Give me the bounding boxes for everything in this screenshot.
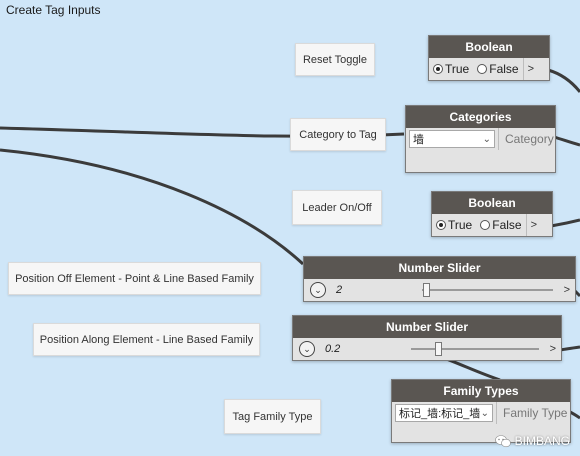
family-types-node[interactable]: Family Types 标记_墙:标记_墙 ⌄ Family Type (391, 379, 571, 443)
node-title: Categories (406, 106, 555, 128)
output-port[interactable]: > (530, 219, 538, 231)
note-tag-family-type[interactable]: Tag Family Type (224, 399, 321, 434)
family-type-dropdown[interactable]: 标记_墙:标记_墙 ⌄ (395, 404, 493, 422)
radio-false-indicator[interactable] (480, 220, 491, 230)
note-text: Category to Tag (299, 128, 377, 141)
wire-family-out[interactable] (569, 410, 580, 420)
wire-to-slider-1[interactable] (0, 148, 305, 266)
boolean-node-2[interactable]: Boolean True False > (431, 191, 553, 237)
node-title: Family Types (392, 380, 570, 402)
note-text: Tag Family Type (232, 410, 313, 423)
note-text: Position Along Element - Line Based Fami… (39, 333, 254, 346)
watermark: BIMBANG (494, 434, 570, 448)
boolean-radio-group: True False (429, 58, 524, 80)
number-slider-node-1[interactable]: Number Slider ⌄ 2 > (303, 256, 576, 302)
radio-false-label: False (492, 218, 522, 232)
wechat-icon (494, 434, 511, 447)
chevron-down-icon: ⌄ (482, 133, 491, 145)
note-text: Position Off Element - Point & Line Base… (15, 272, 254, 285)
group-title: Create Tag Inputs (6, 3, 101, 17)
note-text: Reset Toggle (302, 53, 367, 66)
radio-true-indicator[interactable] (433, 64, 443, 74)
slider-value[interactable]: 2 (336, 284, 343, 296)
note-leader-onoff[interactable]: Leader On/Off (292, 190, 382, 225)
categories-node[interactable]: Categories 墙 ⌄ Category (405, 105, 556, 173)
radio-false[interactable]: False (480, 218, 522, 232)
watermark-text: BIMBANG (514, 434, 570, 448)
output-port[interactable]: > (549, 343, 556, 355)
node-title: Number Slider (293, 316, 561, 338)
output-port-category[interactable]: Category (498, 128, 554, 150)
radio-true[interactable]: True (436, 218, 472, 232)
chevron-down-icon: ⌄ (480, 407, 489, 419)
node-title: Boolean (432, 192, 552, 214)
note-text: Leader On/Off (302, 201, 372, 214)
note-category-to-tag[interactable]: Category to Tag (290, 118, 386, 151)
radio-false-label: False (489, 62, 519, 76)
slider-value[interactable]: 0.2 (325, 343, 341, 355)
output-port-family-type[interactable]: Family Type (496, 402, 567, 424)
slider-thumb[interactable] (435, 342, 443, 356)
wire-categories-out[interactable] (553, 135, 580, 147)
expand-chevron-icon[interactable]: ⌄ (299, 341, 315, 357)
slider-track[interactable] (405, 338, 545, 360)
wire-boolean-2-out[interactable] (550, 218, 580, 228)
dropdown-value: 墙 (413, 134, 424, 146)
radio-true-indicator[interactable] (436, 220, 446, 230)
output-port[interactable]: > (563, 284, 570, 296)
output-port[interactable]: > (527, 63, 535, 75)
note-position-off-element[interactable]: Position Off Element - Point & Line Base… (8, 262, 261, 295)
wire-boolean-1-out[interactable] (547, 68, 580, 93)
boolean-radio-group: True False (432, 214, 527, 236)
note-reset-toggle[interactable]: Reset Toggle (295, 43, 375, 76)
node-title: Number Slider (304, 257, 575, 279)
wire-slider-2-out[interactable] (559, 345, 580, 352)
radio-true-label: True (445, 62, 470, 76)
dropdown-value: 标记_墙:标记_墙 (399, 408, 481, 420)
category-dropdown[interactable]: 墙 ⌄ (409, 130, 495, 148)
radio-false[interactable]: False (477, 62, 519, 76)
expand-chevron-icon[interactable]: ⌄ (310, 282, 326, 298)
node-title: Boolean (429, 36, 549, 58)
radio-false-indicator[interactable] (477, 64, 488, 74)
number-slider-node-2[interactable]: Number Slider ⌄ 0.2 > (292, 315, 562, 361)
slider-track[interactable] (416, 279, 559, 301)
slider-rail (422, 289, 553, 291)
radio-true-label: True (448, 218, 473, 232)
boolean-node-1[interactable]: Boolean True False > (428, 35, 550, 81)
note-position-along-element[interactable]: Position Along Element - Line Based Fami… (33, 323, 260, 356)
slider-rail (411, 348, 539, 350)
radio-true[interactable]: True (433, 62, 469, 76)
slider-thumb[interactable] (423, 283, 431, 297)
